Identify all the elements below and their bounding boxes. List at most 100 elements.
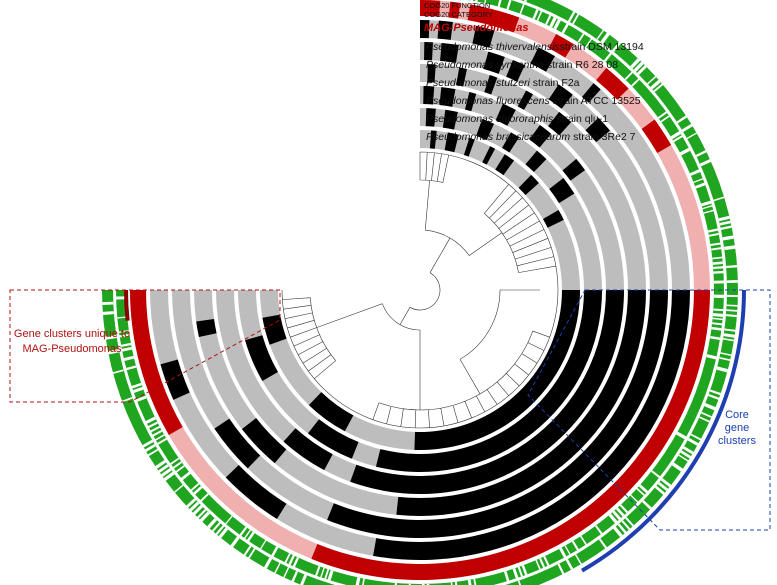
cog-ring-gap: [142, 439, 154, 448]
cog-ring-gap: [475, 0, 478, 2]
cog-ring-gap: [699, 159, 712, 167]
cog-ring-gap: [636, 487, 645, 496]
genome-ring-present: [483, 51, 505, 74]
cog-ring-gap: [450, 582, 453, 585]
genome-ring-present: [308, 392, 354, 432]
cog-ring-gap: [726, 309, 738, 312]
mag-ring-present: [548, 33, 574, 58]
cog-ring-gap: [689, 169, 701, 176]
cog-ring-gap: [571, 540, 579, 551]
cog-ring-gap: [703, 209, 714, 214]
genome-ring-present: [375, 290, 602, 472]
cog-ring-gap: [598, 538, 607, 549]
cog-ring-gap: [625, 517, 635, 527]
cog-ring-gap: [155, 459, 167, 469]
cog-ring-gap: [596, 29, 605, 40]
cog-ring-gap: [132, 386, 144, 393]
genome-species: Pseudomonas fluorescens: [426, 95, 550, 107]
cog-ring-gap: [200, 493, 209, 502]
cog-ring-gap: [116, 296, 127, 300]
cog-ring-gap: [657, 481, 669, 492]
cog-ring-gap: [144, 443, 156, 452]
cog-ring-gap: [713, 280, 724, 284]
genome-species: Pseudomonas chlororaphis: [426, 113, 554, 125]
highlight-bars: [124, 290, 746, 573]
cog-ring-gap: [712, 313, 724, 318]
genome-ring-present: [472, 25, 495, 48]
cog-ring-gap: [230, 536, 240, 548]
cog-ring-gap: [680, 450, 692, 459]
cog-ring-gap: [681, 123, 693, 132]
cog-ring-gap: [536, 11, 543, 21]
genome-ring-present: [549, 177, 575, 204]
genome-label: Pseudomonas thivervalensisstrain DSM 131…: [426, 41, 644, 53]
cog-ring-gap: [239, 526, 248, 536]
cog-ring-gap: [207, 518, 217, 529]
cog-ring-gap: [519, 3, 525, 14]
cog-ring-gap: [147, 448, 159, 457]
cog-ring-gap: [695, 150, 707, 158]
cog-ring-gap: [175, 465, 185, 473]
cog-ring-gap: [580, 535, 587, 545]
cog-ring-gap: [630, 494, 639, 503]
cog-ring-gap: [545, 14, 552, 25]
cog-ring-gap: [699, 416, 710, 423]
cog-ring-gap: [193, 485, 203, 495]
cog-ring-gap: [543, 556, 550, 566]
cog-ring-gap: [594, 525, 603, 535]
cog-ring-gap: [503, 571, 510, 582]
gene-cluster-dendrogram: [281, 151, 559, 429]
genome-ring-present: [439, 87, 456, 107]
genome-ring-present: [456, 67, 467, 87]
genome-ring-present: [225, 465, 287, 519]
unique-annotation-line1: Gene clusters unique to: [14, 328, 130, 340]
cog-ring-gap: [676, 115, 688, 124]
genome-label: Pseudomonas chlororaphis strain qlu-1: [426, 113, 608, 125]
genome-ring-present: [506, 60, 525, 82]
cog-ring-gap: [660, 478, 672, 488]
genome-ring-present: [517, 90, 533, 110]
cog-ring-gap: [709, 389, 721, 396]
genome-ring-present: [440, 42, 459, 63]
cog-ring-gap: [572, 13, 580, 25]
cog-ring-gap: [577, 33, 585, 43]
genome-ring-present: [585, 117, 610, 143]
cog-ring-gap: [163, 471, 175, 481]
cog-ring-gap: [679, 147, 691, 156]
genome-ring-present: [525, 150, 547, 173]
cog-function-label: COG20 FUNCTION: [424, 1, 490, 10]
cog-ring-gap: [726, 304, 738, 307]
genome-ring-present: [160, 359, 190, 400]
mag-ring-present: [130, 290, 183, 435]
cog-ring-gap: [284, 553, 291, 564]
cog-ring-gap: [243, 529, 251, 539]
cog-ring-gap: [523, 0, 527, 2]
genome-ring-present: [414, 290, 580, 451]
genome-ring-present: [581, 83, 601, 103]
cog-ring-gap: [521, 565, 528, 576]
genome-strain: strain 3Re2 7: [570, 131, 636, 143]
dendrogram-branches: [281, 151, 559, 429]
cog-ring-gap: [693, 178, 704, 184]
genome-ring-present: [214, 418, 261, 469]
cog-ring-gap: [612, 510, 622, 520]
unique-clusters-annotation: Gene clusters unique to MAG-Pseudomonas: [9, 289, 281, 403]
cog-ring-gap: [102, 301, 114, 305]
cog-ring-gap: [535, 559, 541, 570]
cog-ring-gap: [152, 429, 163, 437]
cog-ring-gap: [690, 433, 702, 441]
cog-ring-gap: [708, 393, 720, 400]
cog-ring-gap: [619, 504, 629, 514]
cog-ring-gap: [118, 330, 129, 333]
cog-ring-gap: [719, 356, 731, 362]
cog-ring-gap: [716, 366, 729, 373]
cog-ring-gap: [121, 396, 133, 403]
cog-rings: [102, 0, 738, 585]
cog-ring-gap: [320, 567, 325, 578]
cog-ring-gap: [271, 546, 279, 557]
cog-ring-gap: [170, 457, 180, 465]
genome-species: Pseudomonas stutzeri: [426, 77, 531, 89]
genome-ring-present: [482, 146, 496, 165]
genome-ring-present: [424, 42, 433, 61]
cog-ring-gap: [651, 470, 661, 478]
